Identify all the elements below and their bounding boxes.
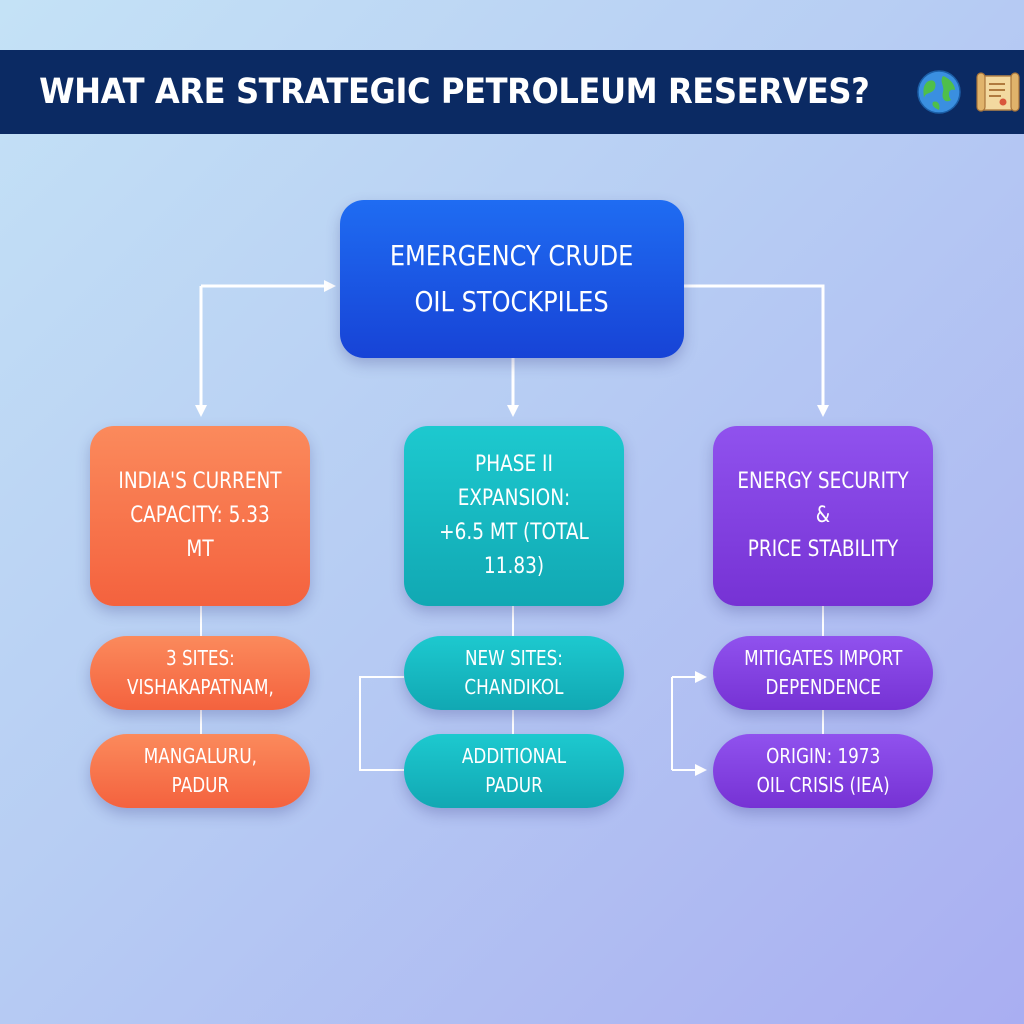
branch-3-item-1-label: MITIGATES IMPORT DEPENDENCE [743,646,903,699]
branch-node-1: INDIA'S CURRENT CAPACITY: 5.33 MT [90,426,310,606]
root-node-label: EMERGENCY CRUDE OIL STOCKPILES [390,239,634,318]
root-node: EMERGENCY CRUDE OIL STOCKPILES [340,200,684,358]
branch-node-2-label: PHASE II EXPANSION: +6.5 MT (TOTAL 11.83… [439,452,589,579]
branch-1-item-2: MANGALURU, PADUR [90,734,310,808]
branch-node-3: ENERGY SECURITY & PRICE STABILITY [713,426,933,606]
branch-2-item-1: NEW SITES: CHANDIKOL [404,636,624,710]
scroll-icon [973,68,1021,116]
branch-1-item-1: 3 SITES: VISHAKAPATNAM, [90,636,310,710]
branch-2-item-2: ADDITIONAL PADUR [404,734,624,808]
branch-3-item-1: MITIGATES IMPORT DEPENDENCE [713,636,933,710]
branch-node-1-label: INDIA'S CURRENT CAPACITY: 5.33 MT [118,469,282,562]
branch-2-item-2-label: ADDITIONAL PADUR [461,744,567,797]
branch-node-3-label: ENERGY SECURITY & PRICE STABILITY [737,469,909,562]
page-title: WHAT ARE STRATEGIC PETROLEUM RESERVES? [38,72,870,112]
branch-3-item-2: ORIGIN: 1973 OIL CRISIS (IEA) [713,734,933,808]
branch-1-item-1-label: 3 SITES: VISHAKAPATNAM, [126,646,274,699]
connector-root-branch-3 [684,284,829,417]
bracket-branch-2 [359,676,404,771]
branch-3-item-2-label: ORIGIN: 1973 OIL CRISIS (IEA) [756,744,890,797]
branch-2-item-1-label: NEW SITES: CHANDIKOL [464,646,564,699]
title-banner: WHAT ARE STRATEGIC PETROLEUM RESERVES? [0,50,1024,134]
globe-icon [915,68,963,116]
branch-1-item-2-label: MANGALURU, PADUR [143,744,257,797]
branch-node-2: PHASE II EXPANSION: +6.5 MT (TOTAL 11.83… [404,426,624,606]
